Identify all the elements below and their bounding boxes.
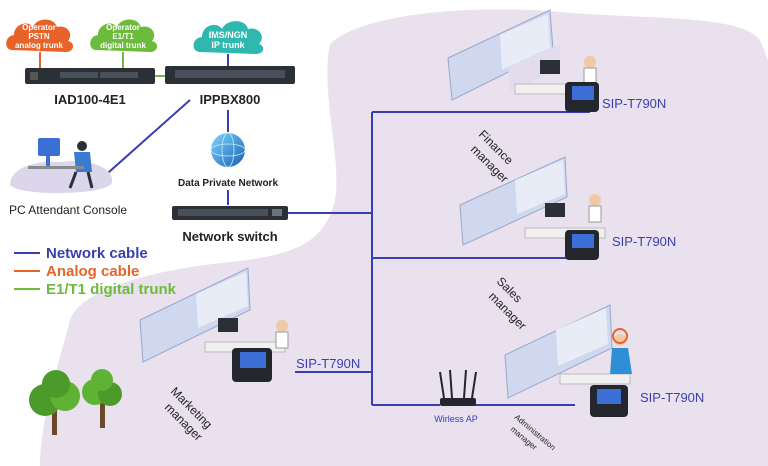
e1t1-cloud-line3: digital trunk <box>100 41 146 50</box>
legend-digital-label: E1/T1 digital trunk <box>46 281 177 298</box>
admin-phone-icon <box>590 385 628 417</box>
legend: Network cable Analog cable E1/T1 digital… <box>14 245 177 298</box>
globe-icon <box>210 132 246 168</box>
e1t1-cloud-line2: E1/T1 <box>112 32 134 41</box>
attendant-ippbx-link <box>99 99 191 181</box>
e1t1-cloud-icon: Operator E1/T1 digital trunk <box>90 19 158 52</box>
ippbx-label: IPPBX800 <box>200 92 261 107</box>
iad-label: IAD100-4E1 <box>54 92 126 107</box>
sales-phone-label: SIP-T790N <box>612 234 676 249</box>
ims-cloud-line2: IP trunk <box>211 40 245 50</box>
ippbx-device-icon <box>165 66 295 84</box>
wireless-ap-label: Wirless AP <box>434 414 478 424</box>
trees-icon <box>29 369 122 435</box>
legend-analog-label: Analog cable <box>46 263 139 280</box>
iad-device-icon <box>25 68 155 84</box>
attendant-label: PC Attendant Console <box>9 203 127 217</box>
admin-office-illustration <box>504 304 632 399</box>
network-cable-tree <box>288 111 590 406</box>
wireless-ap-icon <box>439 369 477 406</box>
ims-cloud-icon: IMS/NGN IP trunk <box>193 21 264 54</box>
sales-office-illustration <box>459 156 606 246</box>
marketing-phone-icon <box>232 348 272 382</box>
e1t1-cloud-line1: Operator <box>106 23 140 32</box>
finance-phone-icon <box>565 82 599 112</box>
legend-network-label: Network cable <box>46 245 148 262</box>
network-switch-icon <box>172 206 288 220</box>
finance-phone-label: SIP-T790N <box>602 96 666 111</box>
pstn-cloud-line1: Operator <box>22 23 56 32</box>
finance-office-illustration <box>447 9 597 101</box>
ims-cloud-line1: IMS/NGN <box>209 30 248 40</box>
marketing-office-illustration <box>139 267 289 363</box>
admin-phone-label: SIP-T790N <box>640 390 704 405</box>
attendant-console-icon <box>10 138 113 194</box>
sales-phone-icon <box>565 230 599 260</box>
pstn-cloud-line2: PSTN <box>28 32 50 41</box>
pstn-cloud-icon: Operator PSTN analog trunk <box>6 19 74 52</box>
marketing-phone-label: SIP-T790N <box>296 356 360 371</box>
dpn-label: Data Private Network <box>178 178 278 189</box>
pstn-cloud-line3: analog trunk <box>15 41 64 50</box>
switch-label: Network switch <box>182 229 277 244</box>
